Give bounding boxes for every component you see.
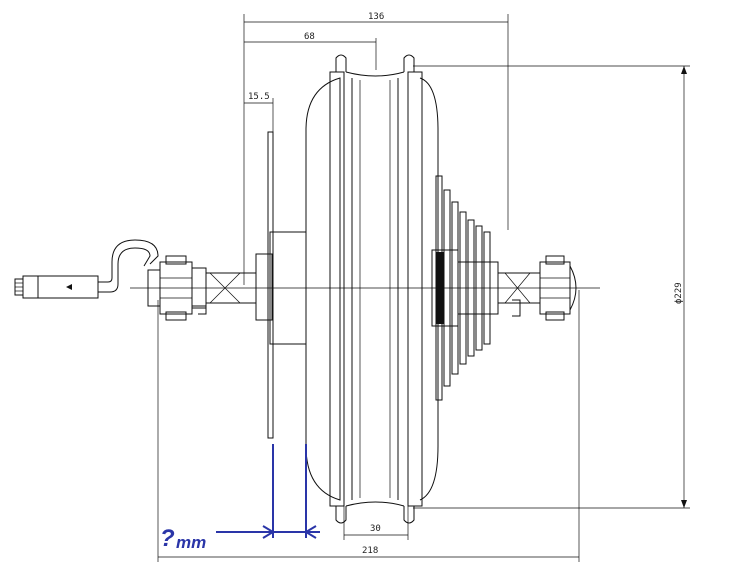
dimension-15-5-label: 15.5	[248, 92, 270, 102]
dimension-diameter-label: ϕ229	[674, 282, 684, 304]
axle	[130, 272, 600, 304]
right-axle-nut	[539, 255, 577, 321]
dimension-diameter: ϕ229	[413, 65, 690, 509]
freewheel-cassette	[431, 175, 521, 401]
dimension-30-label: 30	[370, 524, 381, 534]
dimension-68-label: 68	[304, 32, 315, 42]
dimension-30: 30	[343, 500, 409, 540]
unknown-dimension-unit: mm	[176, 533, 206, 552]
dimension-68: 68	[244, 32, 377, 70]
brake-disc	[255, 131, 307, 439]
hub-shell	[305, 54, 439, 524]
dimension-218-label: 218	[362, 546, 378, 556]
dimension-218: 218	[157, 290, 580, 562]
unknown-dimension-question-mark: ?	[160, 525, 175, 552]
dimension-136-label: 136	[368, 12, 384, 22]
cable-connector	[14, 239, 159, 299]
dimension-15-5: 15.5	[244, 92, 274, 135]
dimension-136: 136	[243, 12, 509, 285]
unknown-dimension-annotation: ? mm	[160, 444, 320, 552]
